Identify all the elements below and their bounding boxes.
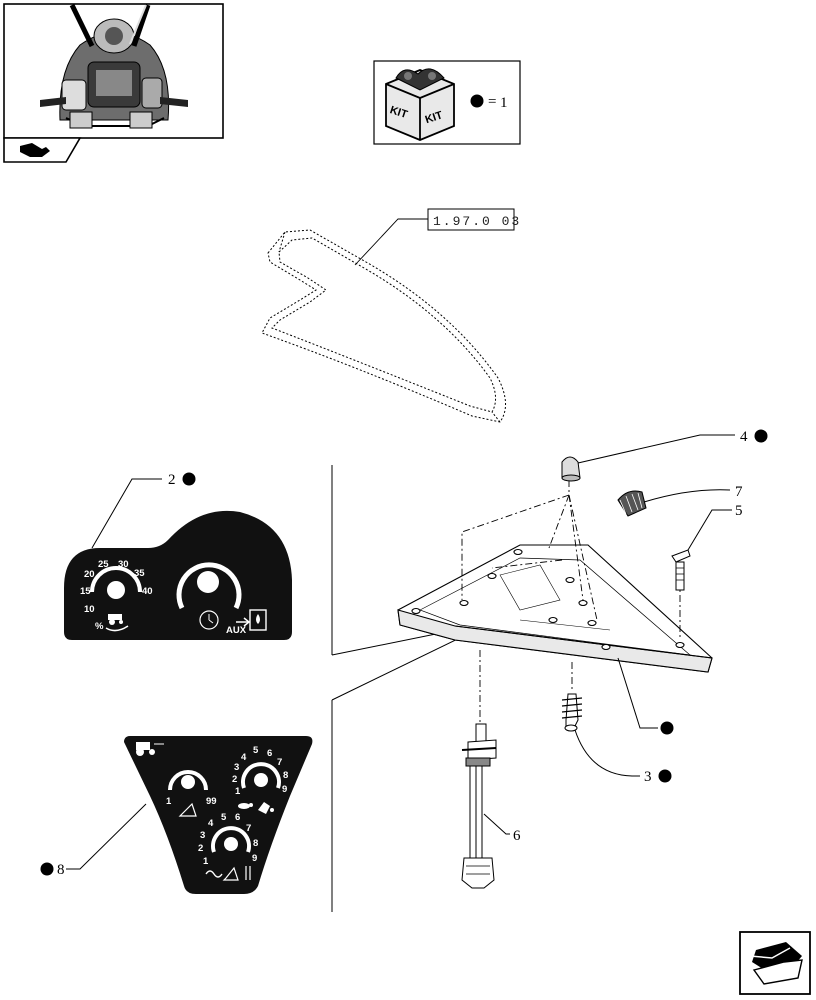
label-decal_8-bottom_dial-1: 2: [198, 843, 203, 854]
label-decal_2-dial_numbers-4: 30: [118, 559, 129, 570]
potentiometer-item-6: [461, 723, 497, 889]
tractor-cab-thumbnail[interactable]: [3, 3, 224, 139]
label-callouts-item_2: 2: [168, 472, 176, 488]
kit-box-icon: KIT KIT: [385, 68, 455, 141]
callout-7: 7: [643, 484, 743, 503]
label-decal_2-dial_numbers-5: 35: [134, 568, 145, 579]
tractor-icon: [136, 742, 164, 756]
callout-plate: [617, 657, 674, 735]
label-decal_8-bottom_dial-6: 7: [246, 823, 251, 834]
label-callouts-item_8: 8: [57, 862, 65, 878]
kit-legend: KIT KIT = 1: [373, 60, 521, 145]
screw-item-3: [561, 693, 583, 732]
label-kit-box_text_2: KIT: [424, 109, 445, 126]
hand-pointer-icon[interactable]: [3, 137, 82, 163]
label-decal_8-right_dial-5: 6: [267, 748, 272, 759]
label-decal_2-dial_numbers-2: 20: [84, 569, 95, 580]
percent-label: %: [95, 621, 104, 632]
label-callouts-item_7: 7: [735, 484, 743, 500]
label-decal_8-bottom_dial-5: 6: [235, 812, 240, 823]
label-decal_8-right_dial-8: 9: [282, 784, 287, 795]
page-forward-icon[interactable]: [739, 931, 811, 995]
callout-4: 4: [577, 429, 768, 464]
callout-6: 6: [483, 813, 521, 844]
label-decal_2-dial_numbers-6: 40: [142, 586, 153, 597]
label-decal_8-right_dial-4: 5: [253, 745, 259, 756]
reference-leader: [354, 218, 428, 266]
assembly-lines: [461, 480, 681, 724]
knob-item-7: [617, 490, 647, 517]
hitch-icon: [178, 802, 197, 817]
label-decal_2-dial_numbers-0: 10: [84, 604, 95, 615]
console-cover: [261, 229, 506, 423]
label-callouts-item_4: 4: [740, 429, 748, 445]
label-decal_8-bottom_dial-3: 4: [208, 818, 214, 829]
decal-item-8: 1 99 1 2 3 4 5 6 7 8 9 1 2 3 4 5 6 7 8 9: [124, 736, 313, 894]
kit-bullet-icon: [470, 94, 484, 108]
aux-label: AUX: [226, 625, 247, 636]
depth-icon: [222, 866, 239, 881]
label-decal_8-right_dial-0: 1: [235, 786, 241, 797]
fluid-flow-icon: [236, 609, 267, 631]
section-divider: [331, 465, 506, 912]
label-reference: 1.97.0 03: [433, 214, 521, 229]
hare-icon: [258, 802, 274, 814]
label-decal_8-bottom_dial-2: 3: [200, 830, 205, 841]
label-decal_8-right_dial-1: 2: [232, 774, 237, 785]
kit-equals: =: [488, 94, 496, 110]
label-decal_8-right_dial-6: 7: [277, 757, 282, 768]
reference-tag[interactable]: 1.97.0 03: [427, 208, 521, 231]
clock-icon: [199, 610, 219, 630]
knob-cap-item-4: [561, 456, 581, 482]
callout-5: 5: [687, 503, 743, 551]
decal-item-2: 10 15 20 25 30 35 40 % AUX: [64, 510, 292, 640]
label-decal_8-bottom_dial-4: 5: [221, 812, 227, 823]
label-decal_8-left_dial-1: 99: [206, 796, 217, 807]
callout-3: 3: [574, 729, 672, 785]
label-decal_8-bottom_dial-8: 9: [252, 853, 257, 864]
mounting-plate: [397, 544, 713, 673]
label-kit-box_text_1: KIT: [388, 104, 409, 121]
label-callouts-item_6: 6: [513, 828, 521, 844]
label-decal_2-dial_numbers-3: 25: [98, 559, 109, 570]
turtle-icon: [238, 803, 253, 809]
label-callouts-item_5: 5: [735, 503, 743, 519]
label-decal_8-bottom_dial-0: 1: [203, 856, 209, 867]
tractor-slip-icon: [105, 614, 129, 632]
label-decal_8-bottom_dial-7: 8: [253, 838, 258, 849]
label-decal_2-dial_numbers-1: 15: [80, 586, 91, 597]
screw-item-5: [671, 549, 691, 591]
label-decal_8-right_dial-3: 4: [241, 752, 247, 763]
label-decal_8-right_dial-2: 3: [234, 762, 239, 773]
wave-icon: [205, 870, 223, 878]
label-decal_8-right_dial-7: 8: [283, 770, 288, 781]
spring-icon: [245, 866, 251, 880]
callout-2: 2: [91, 472, 196, 549]
callout-8: 8: [40, 803, 147, 878]
label-callouts-item_3: 3: [644, 769, 652, 785]
label-decal_8-left_dial-0: 1: [166, 796, 172, 807]
kit-quantity: 1: [500, 95, 508, 111]
